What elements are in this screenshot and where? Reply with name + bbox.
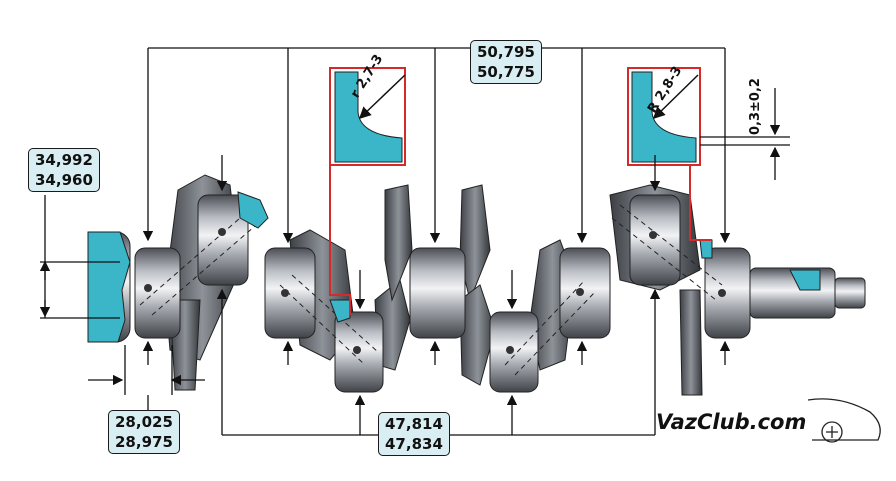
fillet-profile-left: [334, 71, 403, 163]
oil-holes: [144, 228, 726, 354]
watermark-text: VazClub.com: [656, 410, 807, 434]
car-logo: [807, 398, 881, 443]
highlighted-sections: [87, 191, 821, 343]
fillet-detail-outlines: [329, 67, 712, 315]
axial-tolerance-label: 0,3±0,2: [748, 78, 763, 135]
fillet-profile-right: [631, 71, 697, 163]
